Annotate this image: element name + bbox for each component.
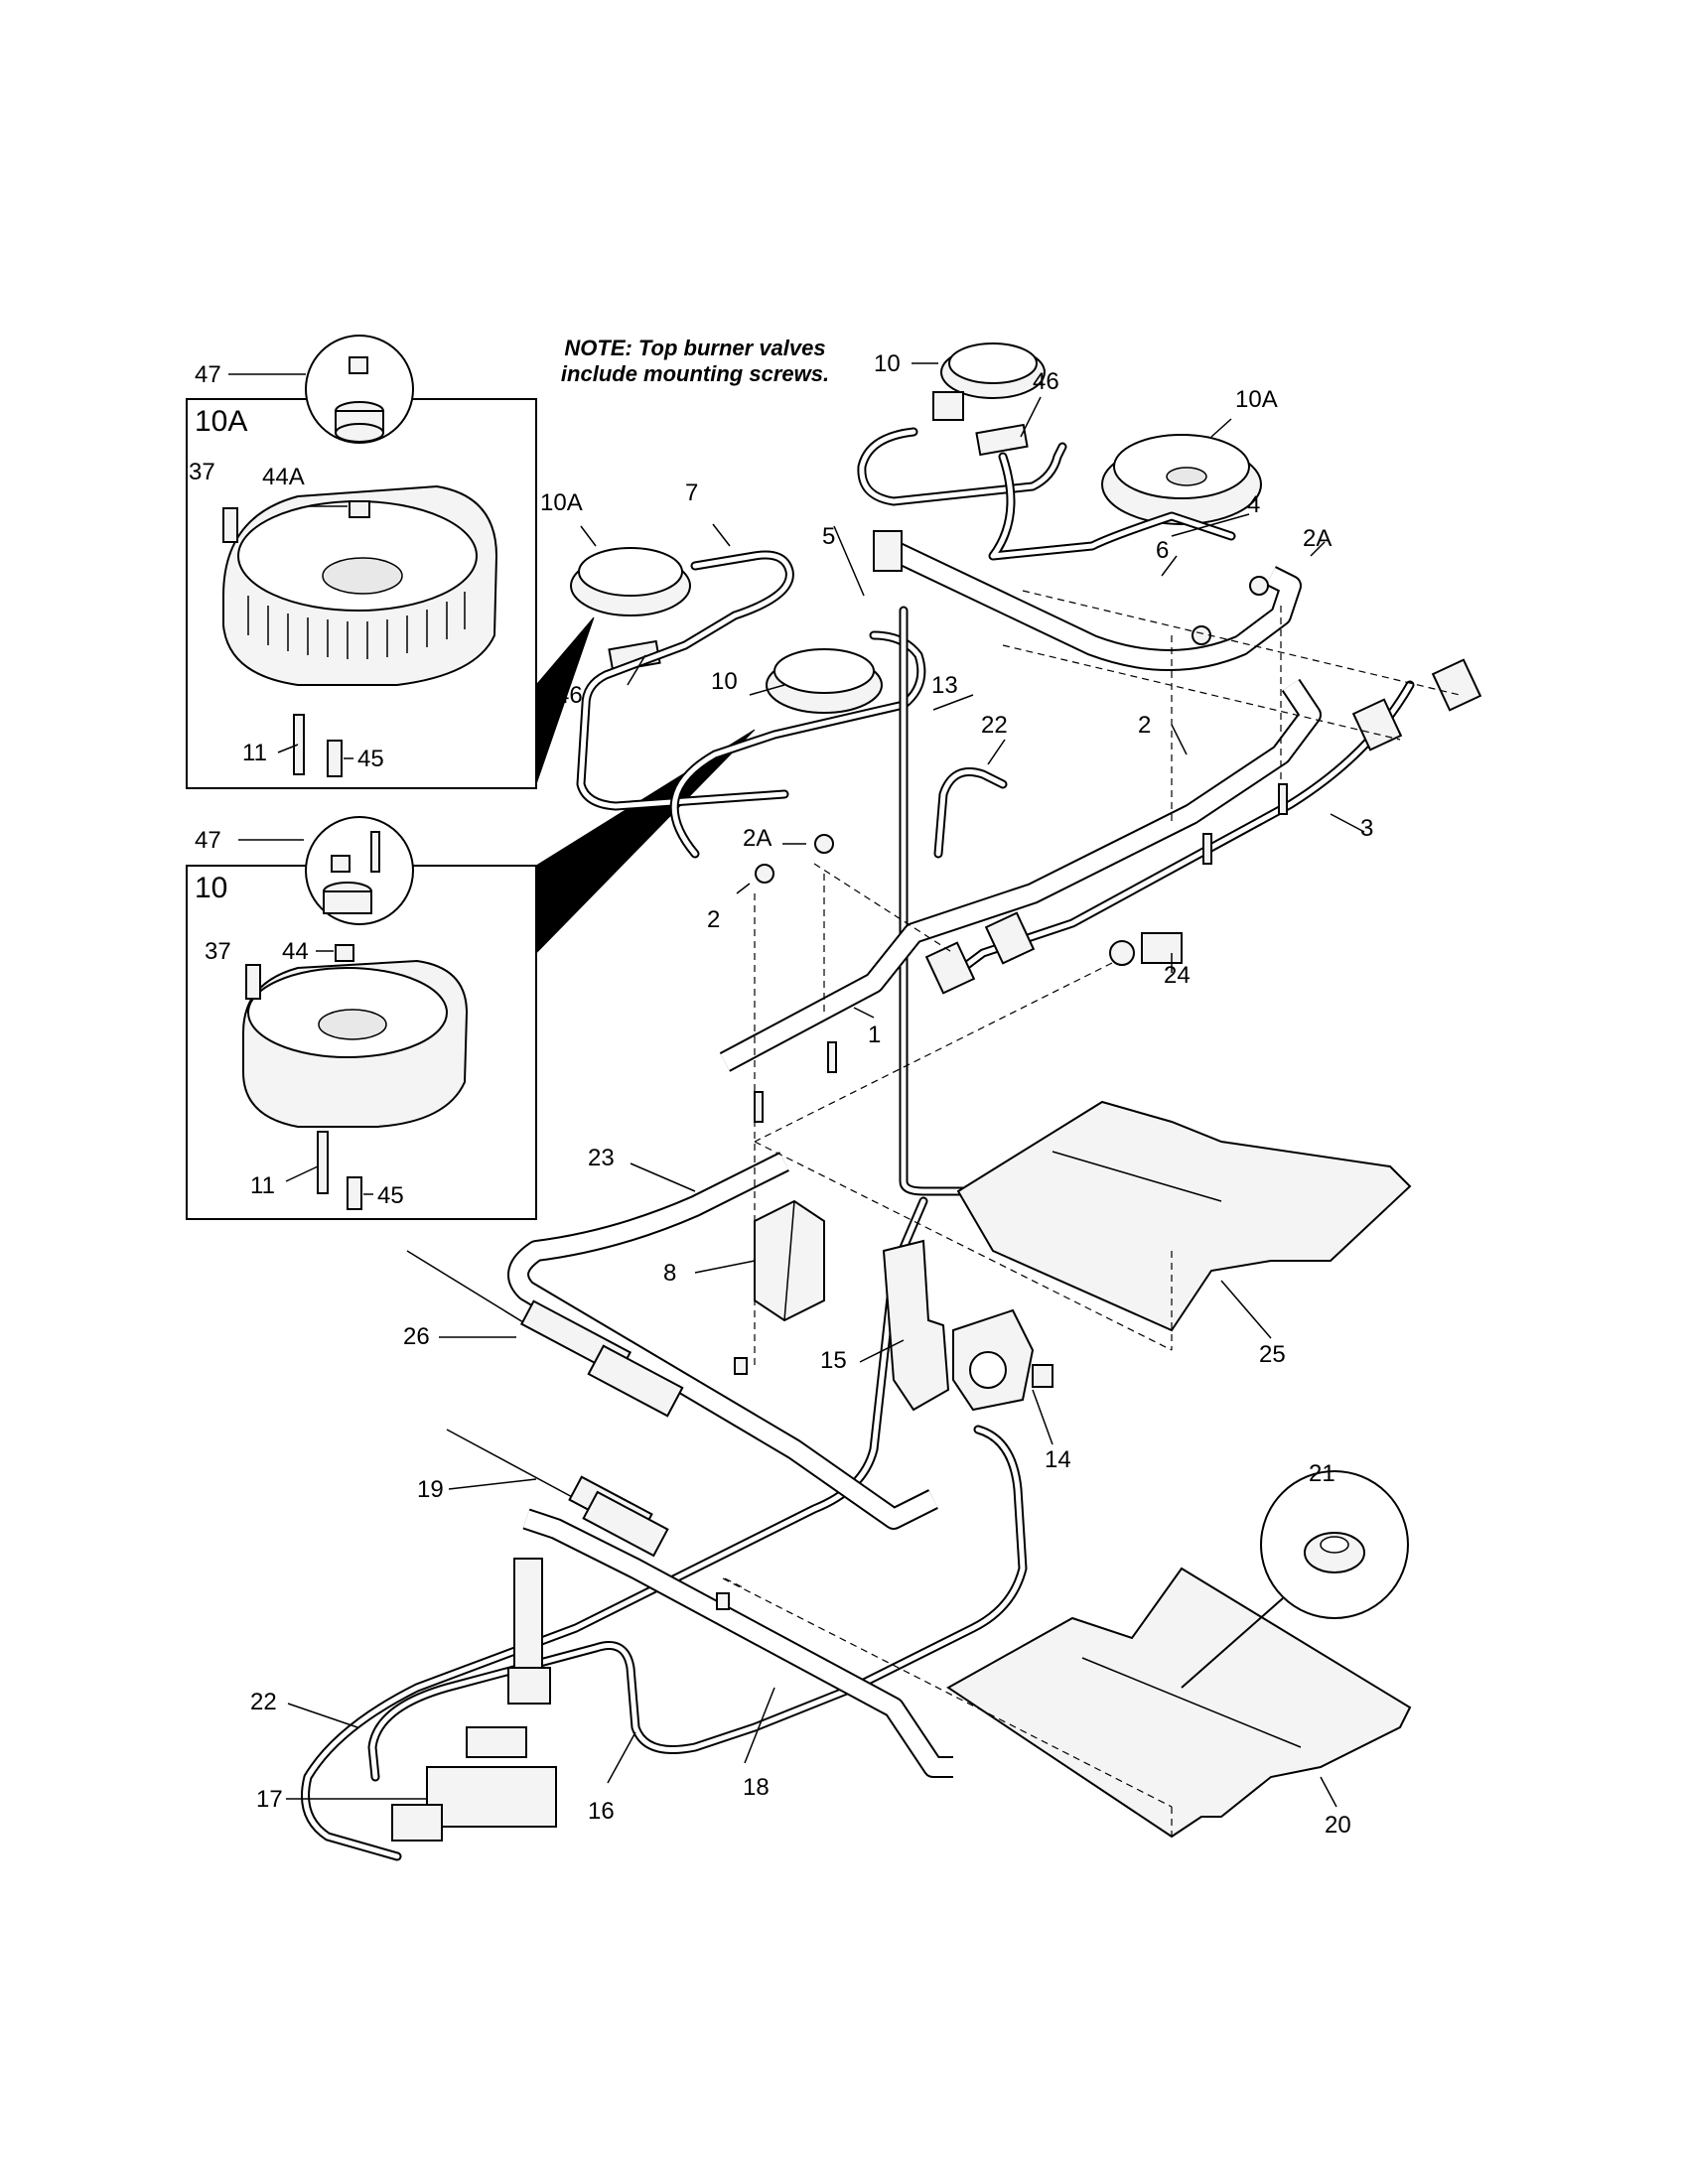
screw-37-lower (245, 964, 261, 1000)
callout-23: 23 (588, 1145, 615, 1171)
mounting-plates (924, 658, 1482, 995)
callout-10-topright: 10 (874, 350, 901, 377)
gas-tubing (301, 427, 1415, 1861)
callout-10A-right: 10A (1235, 386, 1278, 413)
wedge-10 (535, 729, 756, 955)
baffle-20 (946, 1567, 1412, 1839)
burner-center-10 (318, 1009, 387, 1040)
callout-13: 13 (931, 672, 958, 699)
leader-11-top (277, 744, 299, 753)
screws (716, 783, 1288, 1610)
callout-44A: 44A (262, 464, 305, 490)
burner-10A-left (570, 547, 691, 616)
alignment-lines (722, 590, 1461, 1837)
inset-10A-title: 10A (195, 405, 247, 438)
burner-support-18 (507, 1558, 551, 1705)
igniter-19 (446, 1429, 669, 1558)
callout-24: 24 (1164, 962, 1191, 989)
regulator-17 (391, 1726, 557, 1842)
callout-1: 1 (868, 1022, 881, 1048)
callout-2A-left: 2A (743, 825, 772, 852)
callout-47-top: 47 (195, 361, 221, 388)
burner-center-10A (322, 557, 403, 595)
burner-tube-23 (507, 1152, 938, 1530)
callout-10A-left: 10A (540, 489, 583, 516)
wedge-10A (535, 616, 595, 785)
callout-3: 3 (1360, 815, 1373, 842)
electrode-11-top (293, 714, 305, 775)
pin-47-lower (370, 831, 380, 873)
burner-10A-right (1101, 434, 1262, 525)
note-line-1: NOTE: Top burner valves (564, 336, 826, 360)
callout-19: 19 (417, 1476, 444, 1503)
inset-10A: 10A (186, 335, 537, 789)
inset-10: 10 (186, 816, 537, 1220)
callout-10-center: 10 (711, 668, 738, 695)
manifold-cap (873, 530, 903, 572)
note-line-2: include mounting screws. (560, 361, 830, 386)
callout-6: 6 (1156, 537, 1169, 564)
cap-bottom-47 (335, 423, 384, 443)
callout-20: 20 (1325, 1812, 1351, 1839)
callout-44: 44 (282, 938, 309, 965)
screw-45-lower (347, 1176, 362, 1210)
igniter-26 (406, 1250, 684, 1418)
callout-26: 26 (403, 1323, 430, 1350)
callout-21: 21 (1309, 1460, 1335, 1487)
callout-46-topright: 46 (1033, 368, 1059, 395)
callout-45-top: 45 (357, 746, 384, 772)
callout-22-lower: 22 (250, 1689, 277, 1715)
detail-circle-21 (1181, 1470, 1409, 1689)
screw-45-top (327, 740, 343, 777)
cap-screw-47-lower (331, 855, 351, 873)
bracket-46-topright (975, 423, 1029, 457)
callout-11-lower: 11 (250, 1172, 275, 1199)
cap-body-47-lower (323, 890, 372, 914)
ignitor-module-8 (754, 1199, 825, 1322)
electrode-11-lower (317, 1131, 329, 1194)
burner-10-center (766, 648, 883, 714)
leader-11-lower (285, 1165, 319, 1182)
callout-37-lower: 37 (205, 938, 231, 965)
callout-11-top: 11 (242, 740, 267, 766)
callout-45-lower: 45 (377, 1182, 404, 1209)
callout-25: 25 (1259, 1341, 1286, 1368)
callout-46-left: 46 (556, 682, 583, 709)
cap-screw-47 (349, 356, 368, 374)
callout-7: 7 (685, 479, 698, 506)
callout-2-right: 2 (1138, 712, 1151, 739)
callout-5: 5 (822, 523, 835, 550)
callout-2A-right: 2A (1303, 525, 1332, 552)
burner-10-topright (932, 342, 1046, 421)
burner-tube-18 (522, 1508, 953, 1778)
callout-8: 8 (663, 1260, 676, 1287)
callout-2-left: 2 (707, 906, 720, 933)
burner-fins-10A (247, 592, 466, 659)
note-text: NOTE: Top burner valves include mounting… (536, 336, 854, 387)
callout-47-lower: 47 (195, 827, 221, 854)
callout-4: 4 (1247, 491, 1260, 518)
callout-14: 14 (1045, 1446, 1071, 1473)
bracket-15 (882, 1239, 950, 1412)
callout-17: 17 (256, 1786, 283, 1813)
callout-numbers: 47 37 44A 11 45 47 37 44 11 45 10 46 10A… (189, 350, 1373, 1839)
callout-37-top: 37 (189, 459, 215, 485)
callout-22-upper: 22 (981, 712, 1008, 739)
screw-44 (335, 944, 354, 962)
callout-15: 15 (820, 1347, 847, 1374)
manifold-pipe-1 (719, 536, 1322, 1072)
callout-18: 18 (743, 1774, 770, 1801)
oven-valve-14 (952, 1308, 1053, 1412)
valve-fittings (755, 576, 1269, 966)
baffle-25 (956, 1100, 1412, 1332)
screw-44A (349, 500, 370, 518)
inset-10-title: 10 (195, 872, 227, 904)
screw-37-top (222, 507, 238, 543)
callout-16: 16 (588, 1798, 615, 1825)
leader-lines (286, 362, 1365, 1808)
